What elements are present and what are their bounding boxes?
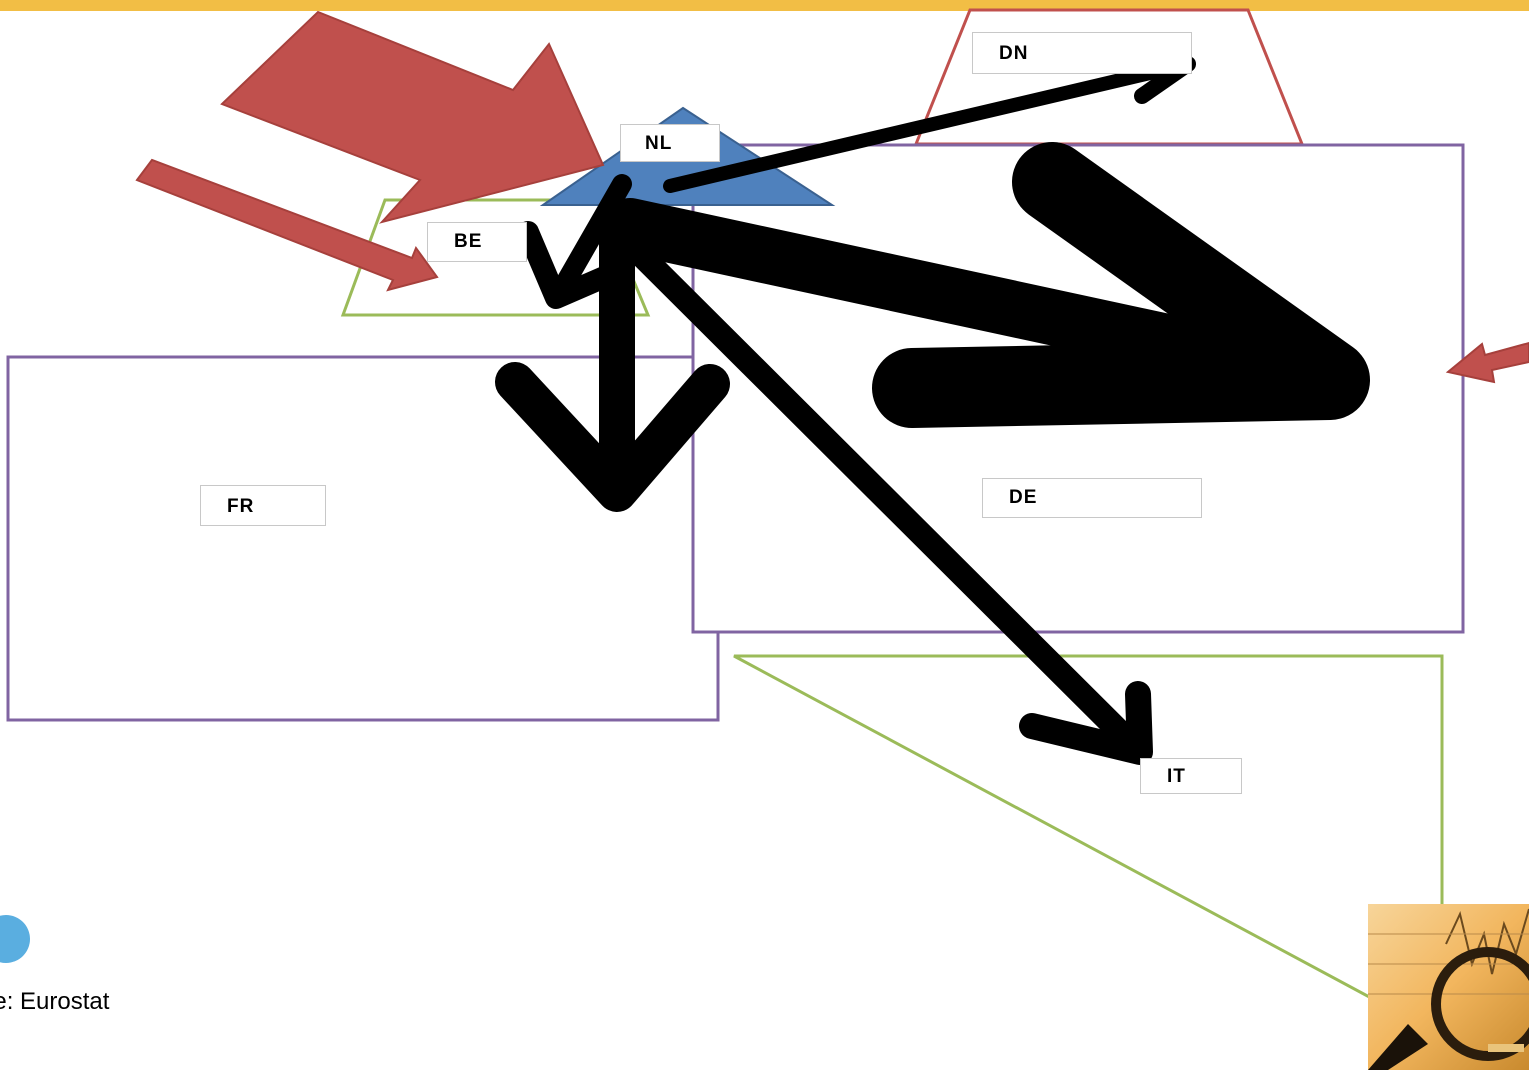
import-arrow-be xyxy=(135,158,439,292)
label-fr: FR xyxy=(200,485,326,526)
export-arrow-it xyxy=(620,234,1153,765)
label-nl: NL xyxy=(620,124,720,162)
import-arrow-de xyxy=(1445,341,1529,384)
top-bar xyxy=(0,0,1529,11)
label-dn: DN xyxy=(972,32,1192,74)
import-arrow-large xyxy=(220,10,605,224)
label-de: DE xyxy=(982,478,1202,518)
label-it: IT xyxy=(1140,758,1242,794)
label-be: BE xyxy=(427,222,527,262)
source-caption: urce: Eurostat xyxy=(0,988,110,1015)
it-region-shape xyxy=(733,654,1444,1039)
export-arrow-de xyxy=(602,142,1370,428)
magnifier-chart-icon xyxy=(1368,904,1529,1070)
export-arrow-fr xyxy=(495,200,730,512)
